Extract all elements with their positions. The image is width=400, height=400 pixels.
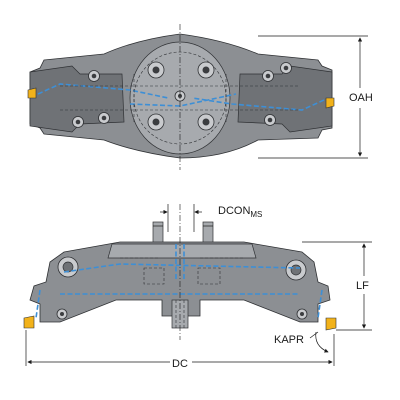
cartridge-screw-left-1 — [88, 70, 100, 82]
coolant-channel-side-vertical — [35, 244, 323, 319]
cartridge-screw-left-3 — [98, 112, 110, 124]
insert-top-right — [325, 97, 335, 109]
lf-dimension: LF — [302, 241, 372, 331]
side-boss-left — [57, 256, 79, 278]
hidden-line-side — [120, 257, 244, 285]
coolant-channel-top-left — [37, 83, 169, 99]
coolant-channel-top-mid — [129, 93, 237, 107]
side-view-plate — [107, 243, 257, 259]
hub-screw-3 — [147, 113, 165, 131]
cartridge-screw-left-2 — [72, 116, 84, 128]
hub-screw-4 — [197, 113, 215, 131]
right-cartridge — [237, 65, 333, 133]
insert-top-left — [27, 87, 37, 99]
kapr-dimension: KAPR — [274, 331, 329, 353]
side-screw-left — [56, 308, 68, 320]
oah-label: OAH — [349, 92, 373, 104]
dc-dimension: DC — [25, 330, 335, 370]
cartridge-screw-right-2 — [280, 62, 292, 74]
side-view — [23, 204, 337, 340]
dcon-label: DCON — [218, 205, 250, 217]
side-pin-left — [152, 221, 164, 245]
dcon-subscript: MS — [250, 210, 262, 219]
side-screw-right — [296, 308, 308, 320]
cartridge-screw-right-3 — [264, 114, 276, 126]
coolant-channel-top-right — [191, 97, 325, 111]
top-view — [27, 24, 335, 170]
oah-dimension: OAH — [258, 35, 373, 159]
side-pin-right — [202, 221, 214, 245]
dc-label: DC — [172, 358, 188, 370]
dcon-dimension: DCONMS — [160, 204, 262, 232]
svg-text:DCONMS: DCONMS — [218, 205, 262, 219]
cartridge-screw-right-1 — [262, 70, 274, 82]
kapr-label: KAPR — [274, 334, 304, 346]
hub-screw-1 — [147, 61, 165, 79]
side-boss-right — [285, 259, 307, 281]
hub-screw-2 — [197, 61, 215, 79]
insert-side-right — [325, 317, 337, 331]
lf-label: LF — [356, 280, 369, 292]
insert-side-left — [23, 315, 35, 329]
